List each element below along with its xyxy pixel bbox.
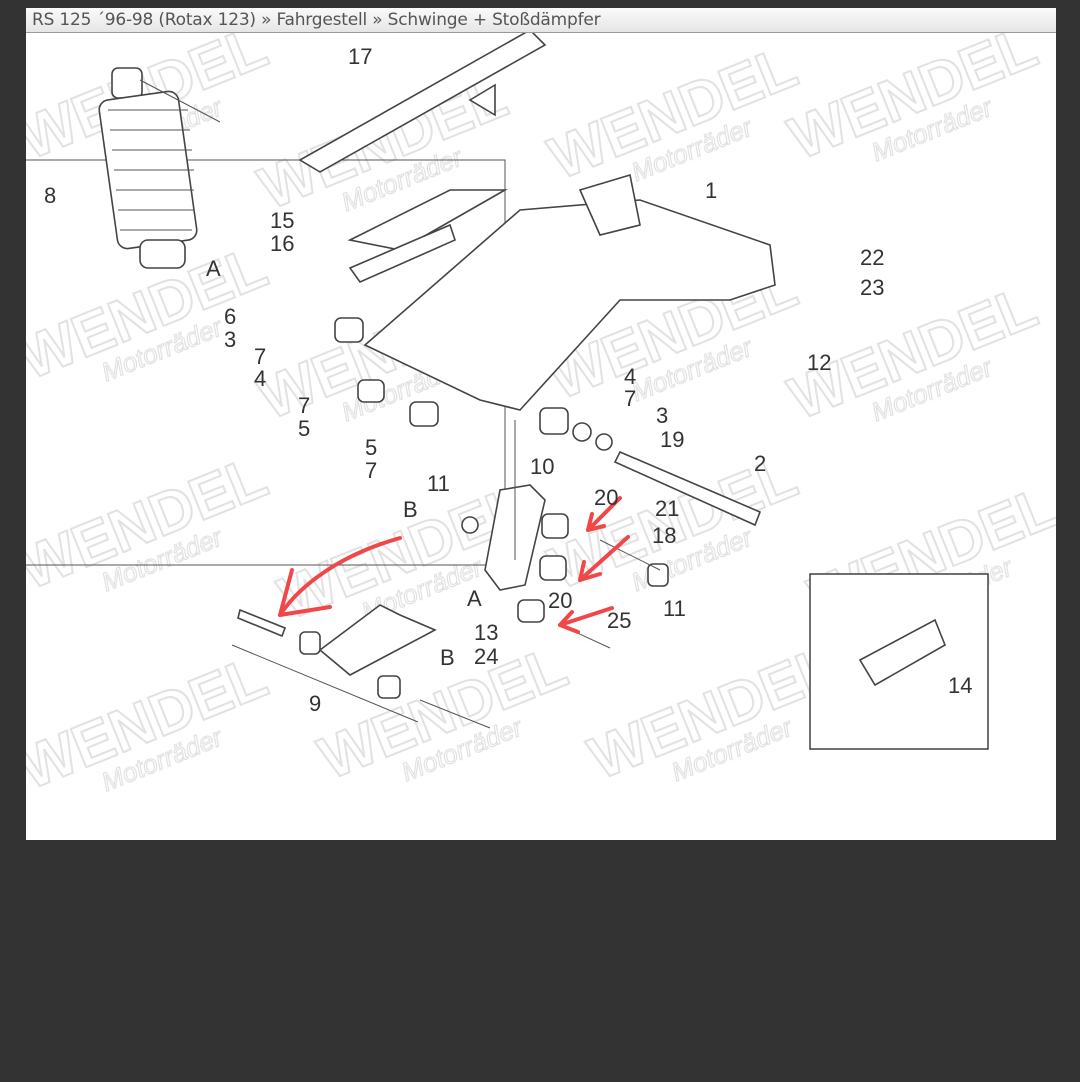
part-label: 24 xyxy=(474,644,498,669)
part-label: 16 xyxy=(270,231,294,256)
content-panel: RS 125 ´96-98 (Rotax 123) » Fahrgestell … xyxy=(26,8,1056,840)
part-label: 15 xyxy=(270,208,294,233)
part-label: 3 xyxy=(224,327,236,352)
part-label: 11 xyxy=(427,471,450,496)
part-label: 4 xyxy=(254,366,266,391)
part-label: 20 xyxy=(594,485,618,510)
annotation-arrows xyxy=(278,496,630,634)
swingarm-mount-part xyxy=(578,173,641,236)
part-label: 7 xyxy=(624,386,636,411)
part-label: 8 xyxy=(44,183,56,208)
bolt-part xyxy=(237,608,287,638)
part-label: 22 xyxy=(860,245,884,270)
part-label: 1 xyxy=(705,178,717,203)
tool-14-part xyxy=(858,618,947,687)
shock-absorber-part xyxy=(98,67,221,269)
part-label: 19 xyxy=(660,427,684,452)
part-label: 7 xyxy=(254,344,266,369)
part-label: 21 xyxy=(655,496,679,521)
part-label: 17 xyxy=(348,44,372,69)
part-label: 5 xyxy=(365,435,377,460)
breadcrumb: RS 125 ´96-98 (Rotax 123) » Fahrgestell … xyxy=(32,10,601,30)
part-label: 12 xyxy=(807,350,831,375)
part-label: 20 xyxy=(548,588,572,613)
part-label: B xyxy=(403,497,418,522)
part-label: 9 xyxy=(309,691,321,716)
tool-inset-box xyxy=(809,573,989,750)
part-label: A xyxy=(467,586,482,611)
chain-guard-part xyxy=(298,33,547,173)
swingarm-part xyxy=(363,199,776,411)
part-label: 14 xyxy=(948,673,972,698)
breadcrumb-bar: RS 125 ´96-98 (Rotax 123) » Fahrgestell … xyxy=(26,8,1056,33)
part-label: 10 xyxy=(530,454,554,479)
part-label: 4 xyxy=(624,364,636,389)
bracket-15-part xyxy=(347,189,509,251)
bushings xyxy=(299,317,669,699)
part-label: A xyxy=(206,256,221,281)
part-label: 23 xyxy=(860,275,884,300)
part-label: 25 xyxy=(607,608,631,633)
part-label: 5 xyxy=(298,416,310,441)
part-label: 11 xyxy=(663,596,686,621)
bracket-16-part xyxy=(348,223,456,283)
chain-guard-bracket xyxy=(468,83,496,117)
part-label: 3 xyxy=(656,403,668,428)
part-label: 6 xyxy=(224,304,236,329)
part-label: 7 xyxy=(298,393,310,418)
part-label: 7 xyxy=(365,458,377,483)
part-label: B xyxy=(440,645,455,670)
part-label: 2 xyxy=(754,451,766,476)
linkage-part xyxy=(318,604,437,676)
axle-part xyxy=(613,450,762,527)
part-label: 13 xyxy=(474,620,498,645)
part-label: 18 xyxy=(652,523,676,548)
